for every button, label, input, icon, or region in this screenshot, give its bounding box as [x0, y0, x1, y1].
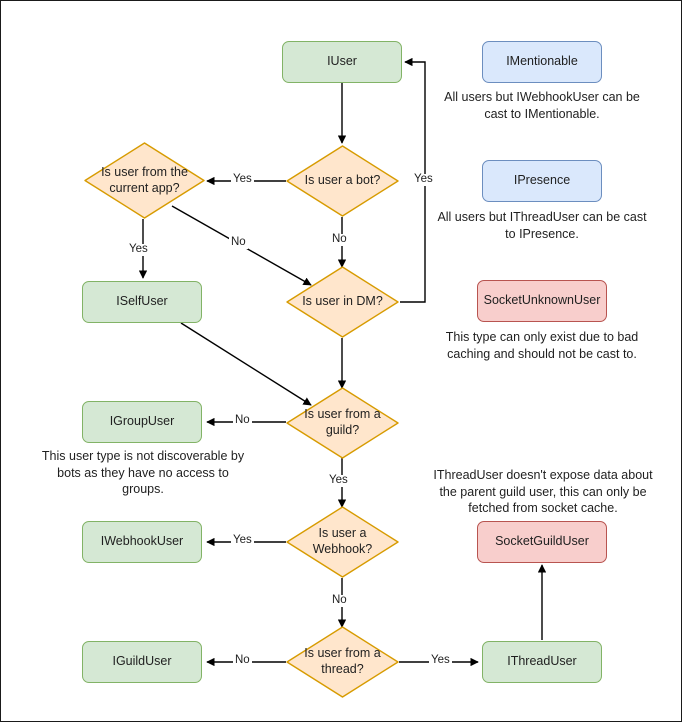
node-is-user-in-dm-label: Is user in DM? — [302, 294, 383, 309]
edge-label-guild-no: No — [233, 414, 252, 427]
node-imentionable-label: IMentionable — [506, 54, 578, 69]
node-socketguilduser[interactable]: SocketGuildUser — [477, 521, 607, 563]
node-iwebhookuser[interactable]: IWebhookUser — [82, 521, 202, 563]
node-ithreaduser-label: IThreadUser — [507, 654, 577, 669]
node-ipresence-label: IPresence — [513, 173, 571, 188]
edge-label-app-no: No — [229, 236, 248, 249]
edge-label-thread-yes: Yes — [429, 654, 452, 667]
node-igroupuser-label: IGroupUser — [109, 414, 175, 429]
edge-label-dm-yes: Yes — [412, 173, 435, 186]
node-is-user-from-a-thread-label: Is user from a thread? — [304, 646, 381, 676]
node-is-user-from-current-app-label: Is user from the current app? — [101, 164, 188, 195]
node-ipresence[interactable]: IPresence — [482, 160, 602, 202]
note-ipresence: All users but IThreadUser can be cast to… — [437, 210, 647, 241]
note-imentionable: All users but IWebhookUser can be cast t… — [444, 90, 640, 121]
node-is-user-from-a-guild-label: Is user from a guild? — [304, 407, 381, 437]
node-is-user-a-bot-label: Is user a bot? — [304, 173, 381, 188]
diamond-shape-is-thread — [286, 626, 399, 698]
node-is-user-in-dm[interactable]: Is user in DM? — [286, 266, 399, 338]
diamond-shape-is-bot — [286, 145, 399, 217]
node-ithreaduser[interactable]: IThreadUser — [482, 641, 602, 683]
node-iuser[interactable]: IUser — [282, 41, 402, 83]
edge-label-app-yes: Yes — [127, 243, 150, 256]
node-is-user-from-a-thread[interactable]: Is user from a thread? — [286, 626, 399, 698]
node-iguilduser[interactable]: IGuildUser — [82, 641, 202, 683]
diamond-shape-is-guild — [286, 387, 399, 459]
node-is-user-a-webhook-label: Is user a Webhook? — [312, 526, 373, 556]
diamond-shape-is-webhook — [286, 506, 399, 578]
node-is-user-a-webhook[interactable]: Is user a Webhook? — [286, 506, 399, 578]
node-iselfuser-label: ISelfUser — [116, 294, 168, 309]
edge-label-guild-yes: Yes — [327, 474, 350, 487]
diamond-shape-current-app — [84, 142, 205, 219]
node-imentionable[interactable]: IMentionable — [482, 41, 602, 83]
node-socketunknownuser-label: SocketUnknownUser — [483, 293, 601, 308]
node-socketunknownuser[interactable]: SocketUnknownUser — [477, 280, 607, 322]
node-iselfuser[interactable]: ISelfUser — [82, 281, 202, 323]
diamond-shape-is-dm — [286, 266, 399, 338]
note-igroupuser: This user type is not discoverable by bo… — [41, 449, 245, 496]
note-ithreaduser: IThreadUser doesn't expose data about th… — [433, 468, 653, 515]
edge-label-webhook-no: No — [330, 594, 349, 607]
node-igroupuser[interactable]: IGroupUser — [82, 401, 202, 443]
node-is-user-from-a-guild[interactable]: Is user from a guild? — [286, 387, 399, 459]
edge-label-bot-no: No — [330, 233, 349, 246]
node-is-user-a-bot[interactable]: Is user a bot? — [286, 145, 399, 217]
node-iuser-label: IUser — [327, 54, 357, 69]
node-socketguilduser-label: SocketGuildUser — [495, 534, 589, 549]
node-iwebhookuser-label: IWebhookUser — [100, 534, 184, 549]
edge-label-thread-no: No — [233, 654, 252, 667]
node-is-user-from-current-app[interactable]: Is user from the current app? — [84, 142, 205, 219]
edge-label-webhook-yes: Yes — [231, 534, 254, 547]
note-socketunknownuser: This type can only exist due to bad cach… — [445, 330, 639, 361]
edge-label-bot-yes: Yes — [231, 173, 254, 186]
node-iguilduser-label: IGuildUser — [112, 654, 172, 669]
